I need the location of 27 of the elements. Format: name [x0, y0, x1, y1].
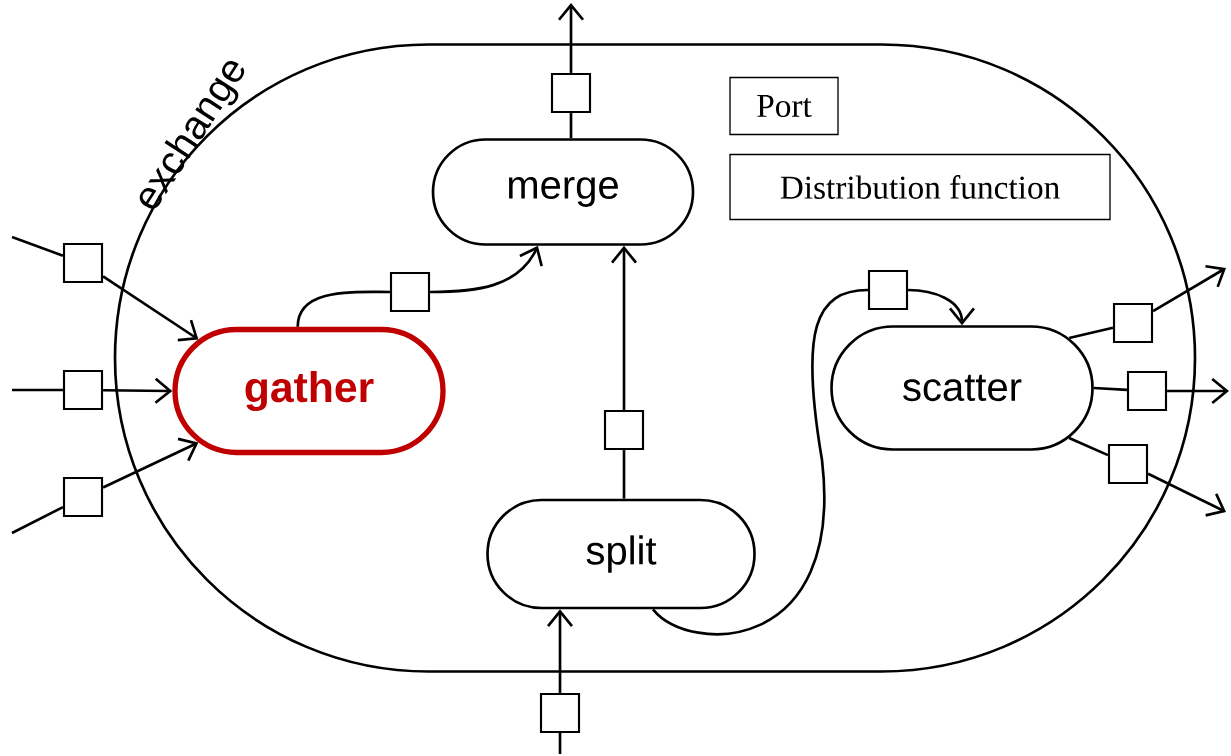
- port-box: [867, 269, 909, 311]
- port-box: [1126, 370, 1168, 412]
- arrow: [546, 609, 574, 693]
- arrow: [610, 245, 638, 410]
- function-box: split: [486, 498, 756, 610]
- arrow: [1152, 264, 1226, 313]
- port-box: [62, 369, 104, 411]
- port-box: [62, 476, 104, 518]
- function-box: gather: [172, 326, 446, 456]
- arrow: [102, 437, 199, 489]
- key-box: Distribution function: [729, 153, 1111, 221]
- arrow: [1167, 377, 1229, 405]
- arrow: [1147, 472, 1226, 517]
- port-box: [603, 409, 645, 451]
- port-box: [62, 242, 104, 284]
- arrow: [908, 288, 976, 326]
- arrow: [430, 245, 543, 294]
- port-box: [550, 72, 592, 114]
- function-box: scatter: [830, 325, 1094, 451]
- port-box: [1107, 443, 1149, 485]
- port-box: [539, 692, 581, 734]
- port-box: [389, 271, 431, 313]
- key-box: Port: [729, 76, 839, 136]
- port-box: [1112, 302, 1154, 344]
- arrow: [557, 3, 585, 73]
- function-box: merge: [431, 138, 695, 246]
- arrow: [102, 275, 199, 342]
